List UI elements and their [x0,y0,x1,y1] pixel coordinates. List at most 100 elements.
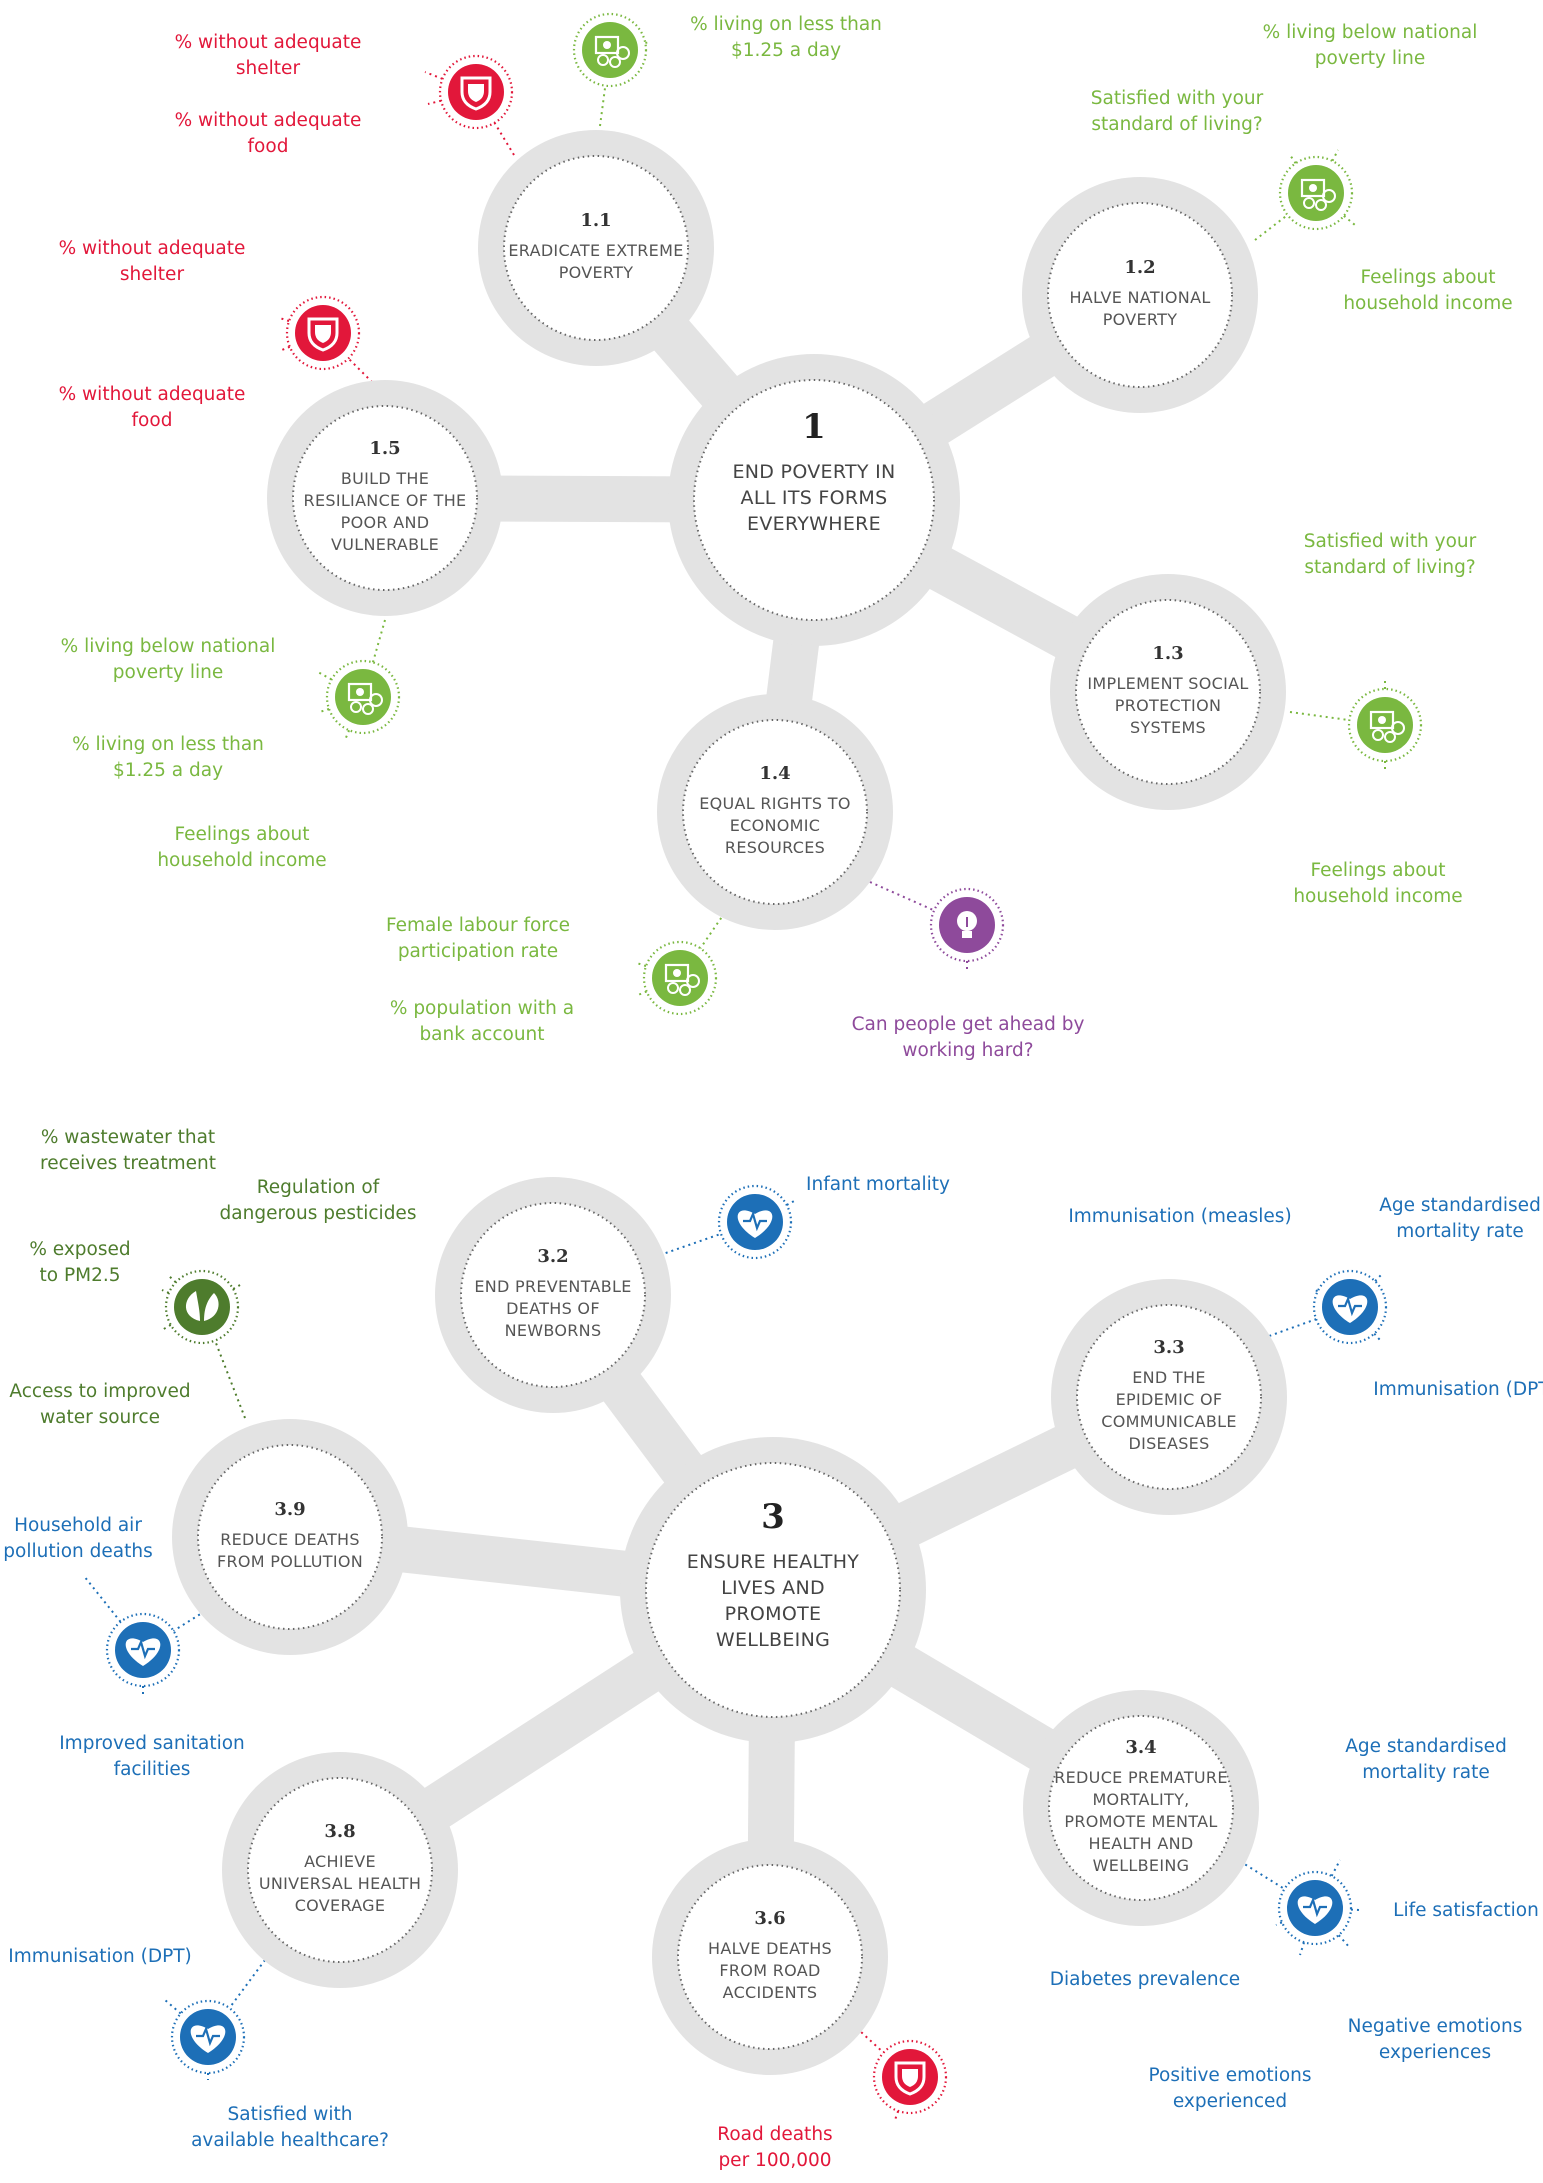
target-number: 3.2 [537,1246,568,1267]
money-icon-disc [1288,165,1344,221]
indicator-label-line: Negative emotions [1348,2016,1523,2037]
goal-1-node-inner [693,379,935,621]
indicator-label-line: receives treatment [40,1153,216,1174]
indicator-label-line: mortality rate [1362,1762,1489,1783]
coin-euro [616,46,630,60]
indicator-label-line: Age standardised [1345,1736,1507,1757]
coin-euro [1322,189,1336,203]
target-number: 3.3 [1153,1337,1184,1358]
connector-line [847,2019,911,2078]
indicator-label: Infant mortality [806,1174,950,1195]
indicator-label-line: % living below national [1263,22,1478,43]
money-icon [572,12,648,88]
banknote-coin [673,969,681,977]
pulse-line [1303,1896,1327,1918]
leaf-right [204,1293,219,1321]
target-title: VULNERABLE [331,535,439,554]
indicator-label-line: household income [1343,293,1512,314]
connector-line [201,1306,246,1419]
icons-layer [105,12,1423,2115]
target-title: BUILD THE [341,469,429,488]
indicator-label-line: % exposed [29,1239,130,1260]
indicator-label-line: % living on less than [72,734,264,755]
banknote-coin [1378,716,1386,724]
indicator-label-line: % without adequate [175,32,362,53]
indicator-label-line: $1.25 a day [731,40,841,61]
indicator-label-line: % without adequate [59,238,246,259]
indicator-label-line: % without adequate [59,384,246,405]
target-number: 3.6 [754,1908,785,1929]
money-icon [1347,687,1423,763]
goal-title: EVERYWHERE [747,513,881,535]
leaf-left [185,1291,200,1321]
target-title: FROM ROAD [719,1961,820,1980]
indicator-label-line: Feelings about [1310,860,1445,881]
coin-yen [1384,731,1396,743]
indicator-label-line: Satisfied with your [1304,531,1477,552]
pulse-line [196,2025,220,2047]
target-title: POVERTY [1103,310,1178,329]
target-1-2-node-inner [1047,202,1233,388]
indicator-label-line: Improved sanitation [59,1733,245,1754]
money-icon [325,659,401,735]
indicator-label-line: Positive emotions [1149,2065,1312,2086]
banknote-coin [603,41,611,49]
target-number: 1.3 [1152,643,1183,664]
indicator-label-line: Feelings about [1360,267,1495,288]
indicator-label-line: % population with a [390,998,574,1019]
money-icon-disc [335,669,391,725]
money-icon [642,940,718,1016]
target-title: EQUAL RIGHTS TO [699,794,851,813]
goal-title: PROMOTE [725,1603,822,1625]
indicator-label: Feelings about household income [1343,267,1512,314]
pulse-line [131,1638,155,1660]
indicator-label-line: Infant mortality [806,1174,950,1195]
indicator-label-line: % without adequate [175,110,362,131]
target-title: DEATHS OF [506,1299,600,1318]
target-title: PROTECTION [1115,696,1221,715]
banknote [664,963,690,983]
indicator-label-line: Age standardised [1379,1195,1541,1216]
coin-dollar [597,54,609,66]
target-title: HALVE DEATHS [708,1939,832,1958]
target-number: 1.5 [369,438,400,459]
indicator-label-line: Household air [14,1515,142,1536]
banknote [347,682,373,702]
target-title: ERADICATE EXTREME [508,241,683,260]
target-1-5-node-inner [292,405,478,591]
indicator-label-line: Feelings about [174,824,309,845]
indicator-label: % living on less than$1.25 a day [72,734,264,781]
goal-number: 3 [761,1497,785,1537]
target-1-3-node-inner [1075,599,1261,785]
lightbulb-icon [929,887,1005,963]
indicator-label-line: participation rate [398,941,558,962]
target-title: FROM POLLUTION [217,1552,363,1571]
target-title: SYSTEMS [1130,718,1206,737]
connector-line [142,1607,211,1651]
target-number: 3.4 [1125,1737,1156,1758]
indicator-label-line: pollution deaths [3,1541,152,1562]
target-title: HALVE NATIONAL [1069,288,1210,307]
